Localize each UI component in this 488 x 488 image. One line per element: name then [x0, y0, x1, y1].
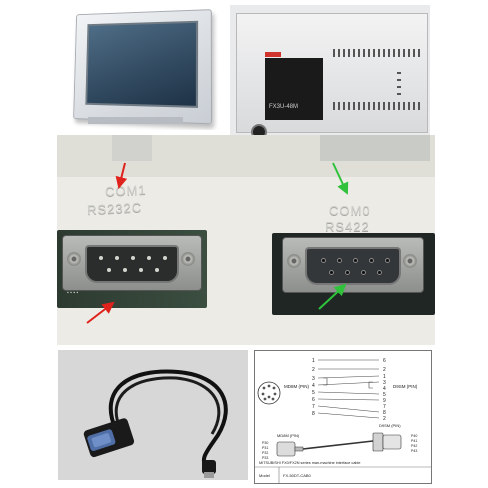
plc-led [397, 79, 401, 81]
right-pin-number: 5 [383, 392, 386, 398]
red-arrow-com1 [115, 162, 128, 189]
right-pin-number: 7 [383, 404, 386, 410]
connector-pin [99, 256, 103, 260]
db9-cable-connector [83, 418, 135, 458]
left-pin-number: 4 [312, 383, 315, 389]
left-pin-number: 3 [312, 376, 315, 382]
plc-red-tab [265, 52, 281, 57]
mini-din-symbol [257, 381, 281, 405]
callout-arrows [86, 162, 349, 324]
connector-socket [345, 270, 350, 275]
left-pin-number: 7 [312, 404, 315, 410]
cable-photo [58, 350, 248, 480]
plc-led [397, 72, 401, 74]
db9-female-connector [282, 237, 424, 293]
jackscrew-left [67, 252, 81, 266]
cable-loop-inner [114, 376, 221, 435]
left-connector-label: MD8M (PIN) [284, 384, 309, 389]
signal-label: P33 [262, 456, 268, 460]
cable-illustration: MD8M (PIN) D9SM (PIN) P30 P31 P32 P33 P4… [262, 423, 417, 460]
hmi-bezel [73, 9, 213, 125]
db9-female-shell [305, 247, 401, 285]
connector-socket [337, 258, 342, 263]
connector-socket [385, 258, 390, 263]
connector-pin [155, 268, 159, 272]
plc-terminal-row-top [333, 49, 423, 57]
right-pin-number: 4 [383, 386, 386, 392]
cable-drawing [83, 369, 228, 478]
bottom-right-connector-label: D9SM (PIN) [379, 423, 401, 428]
comm-ports-photo: COM1 RS232C COM0 RS422 ▪ ▪ ▪ ▪ [57, 135, 435, 345]
right-pin-number: 1 [383, 374, 386, 380]
jackscrew-right [403, 254, 417, 268]
hmi-base [88, 117, 183, 124]
connector-socket [361, 270, 366, 275]
plc-body: FX3U-48M [236, 13, 428, 135]
green-arrow-com0 [332, 162, 349, 195]
right-pin-number: 8 [383, 410, 386, 416]
connector-socket [377, 270, 382, 275]
left-pin-number: 6 [312, 397, 315, 403]
signal-label: P30 [262, 441, 268, 445]
right-pin-number: 2 [383, 367, 386, 373]
bottom-left-connector-label: MD8M (PIN) [277, 433, 300, 438]
left-pin-number: 2 [312, 367, 315, 373]
connector-pin [163, 256, 167, 260]
right-pin-number: 3 [383, 380, 386, 386]
wiring-diagram: 1 2 3 4 5 6 7 8 6 2 1 3 4 5 9 7 8 2 [254, 350, 432, 484]
connector-socket [369, 258, 374, 263]
plc-led [397, 86, 401, 88]
connector-pin [147, 256, 151, 260]
rs422-label: RS422 [325, 219, 370, 234]
plc-front-panel: FX3U-48M [265, 58, 323, 120]
red-arrow-pcb [86, 301, 115, 324]
green-arrow-socket [318, 283, 347, 310]
pcb-silkscreen: ▪ ▪ ▪ ▪ [67, 290, 79, 296]
connector-pin [107, 268, 111, 272]
model-value: FX-50DT-CAB0 [283, 473, 312, 478]
right-pin-number: 9 [383, 398, 386, 404]
wire-lines [317, 359, 380, 419]
left-pin-number: 5 [312, 390, 315, 396]
connector-pin [123, 268, 127, 272]
connector-pin [115, 256, 119, 260]
right-pin-number: 2 [383, 416, 386, 422]
signal-label: P31 [262, 446, 268, 450]
connector-socket [329, 270, 334, 275]
connector-socket [353, 258, 358, 263]
jackscrew-right [181, 252, 195, 266]
mounting-clip-right [320, 135, 430, 161]
left-pin-number: 8 [312, 411, 315, 417]
signal-label: P42 [411, 444, 417, 448]
right-pin-number: 6 [383, 358, 386, 364]
db9-male-connector [62, 235, 202, 291]
model-label: Model [259, 473, 270, 478]
right-connector-label: D9SM (PIN) [393, 384, 418, 389]
connector-pin [131, 256, 135, 260]
plc-model-text: FX3U-48M [269, 104, 299, 110]
signal-label: P43 [411, 449, 417, 453]
diagram-caption: MITSUBISHI FX0/FX2N series man-machine i… [259, 461, 361, 465]
plc-led [397, 93, 401, 95]
signal-label: P40 [411, 434, 417, 438]
com0-label: COM0 [329, 203, 371, 218]
jackscrew-left [287, 254, 301, 268]
signal-label: P32 [262, 451, 268, 455]
cable-loop [108, 369, 228, 470]
wiring-diagram-svg: 1 2 3 4 5 6 7 8 6 2 1 3 4 5 9 7 8 2 [255, 358, 431, 483]
db9-male-shell [85, 245, 179, 283]
signal-label: P41 [411, 439, 417, 443]
plc-mini-din-port [251, 124, 267, 135]
connector-pin [139, 268, 143, 272]
mini-din-cable-connector [202, 460, 216, 478]
hmi-screen [85, 20, 199, 108]
plc-terminal-row-bottom [333, 102, 423, 110]
hmi-panel-photo [58, 5, 226, 130]
plc-photo: FX3U-48M [230, 5, 430, 135]
left-pin-number: 1 [312, 358, 315, 364]
mounting-clip-left [112, 135, 152, 161]
connector-socket [321, 258, 326, 263]
